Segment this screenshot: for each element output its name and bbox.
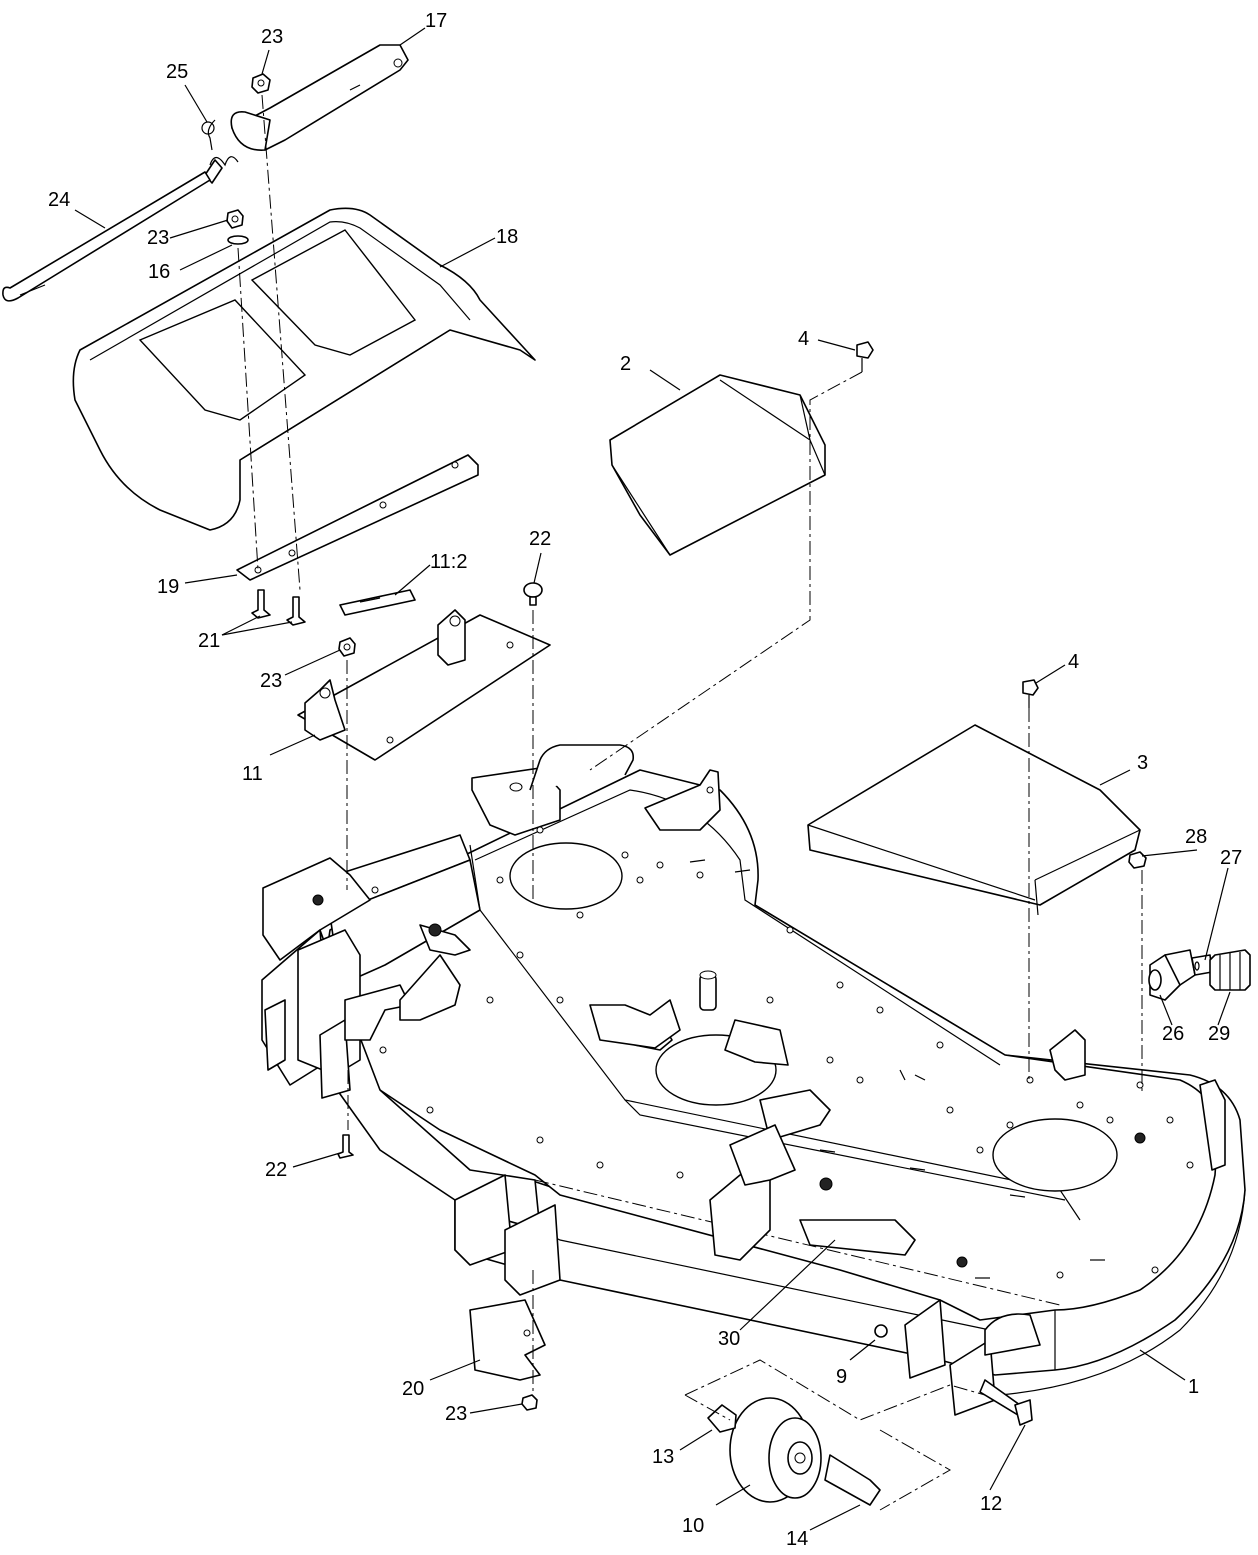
grease-fitting — [1128, 851, 1213, 1001]
carriage-bolts — [251, 589, 306, 626]
bushing — [874, 1324, 888, 1338]
wheel-outline-c — [879, 1429, 952, 1511]
wheel-outline-a — [684, 1359, 986, 1421]
caster-axle — [824, 1454, 881, 1506]
callout-16: 16 — [148, 261, 170, 283]
callout-22-top: 22 — [529, 528, 551, 550]
mower-deck — [261, 744, 1246, 1416]
leaders — [74, 27, 1231, 1531]
callout-27: 27 — [1220, 847, 1242, 869]
deck-lift-plate — [297, 609, 551, 761]
wheel-bolt — [979, 1379, 1033, 1426]
callout-23-lift: 23 — [260, 670, 282, 692]
belt-cover-left — [609, 374, 826, 556]
nut-lift — [338, 637, 356, 657]
rivet-22a — [523, 582, 543, 606]
callout-9: 9 — [836, 1366, 847, 1388]
rivet-22b — [337, 1134, 354, 1159]
callout-19: 19 — [157, 576, 179, 598]
spring — [201, 119, 239, 184]
callout-22-bottom: 22 — [265, 1159, 287, 1181]
assembly-lines — [237, 94, 1143, 1395]
callout-4-top: 4 — [798, 328, 809, 350]
callout-1: 1 — [1188, 1376, 1199, 1398]
callout-21: 21 — [198, 630, 220, 652]
nut-top — [251, 73, 271, 94]
grease-coupler — [1209, 949, 1251, 991]
latch-rod — [2, 171, 211, 302]
callout-13: 13 — [652, 1446, 674, 1468]
deck-holes — [371, 826, 1194, 1279]
callout-4-right: 4 — [1068, 651, 1079, 673]
callout-25: 25 — [166, 61, 188, 83]
callout-11-2: 11:2 — [430, 551, 467, 573]
bolt-4a — [856, 341, 874, 372]
decal — [339, 589, 416, 616]
belt-cover-right — [807, 724, 1141, 916]
callout-12: 12 — [980, 1493, 1002, 1515]
callout-20: 20 — [402, 1378, 424, 1400]
o-ring — [1194, 961, 1200, 971]
callout-11: 11 — [242, 763, 263, 785]
callout-14: 14 — [786, 1528, 808, 1550]
caster-spacer — [707, 1404, 737, 1433]
washer — [227, 235, 249, 245]
footrest-pan — [72, 207, 536, 531]
nut-footrest — [226, 209, 244, 229]
callout-2: 2 — [620, 353, 631, 375]
callout-17: 17 — [425, 10, 447, 32]
callout-23-top: 23 — [261, 26, 283, 48]
deck-slots — [689, 859, 1105, 1279]
callout-29: 29 — [1208, 1023, 1230, 1045]
wheel-outline-b — [684, 1394, 731, 1421]
caster-wheel — [729, 1397, 822, 1503]
callout-23-bottom: 23 — [445, 1403, 467, 1425]
bolt-4b — [1022, 679, 1039, 708]
nut-bottom — [521, 1394, 538, 1411]
callout-28: 28 — [1185, 826, 1207, 848]
callout-labels: 1 2 3 4 4 9 10 11 11:2 12 13 14 16 17 18… — [48, 10, 1242, 1550]
callout-3: 3 — [1137, 752, 1148, 774]
callout-10: 10 — [682, 1515, 704, 1537]
callout-18: 18 — [496, 226, 518, 248]
callout-24: 24 — [48, 189, 70, 211]
callout-26: 26 — [1162, 1023, 1184, 1045]
latch-bracket — [230, 44, 409, 151]
callout-30: 30 — [718, 1328, 740, 1350]
baffle — [469, 1299, 546, 1381]
callout-23-footrest: 23 — [147, 227, 169, 249]
